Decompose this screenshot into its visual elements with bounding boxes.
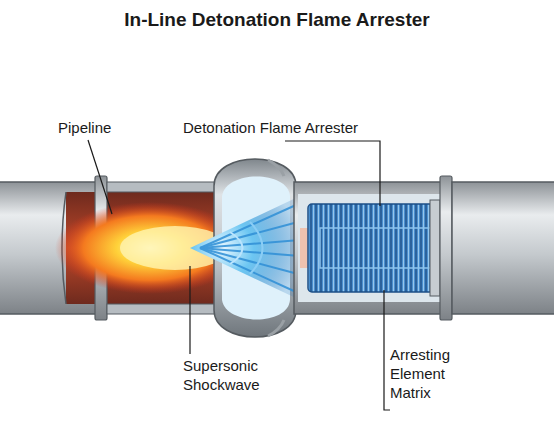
element-retainer <box>430 200 440 296</box>
motion-arrow <box>268 160 284 176</box>
part-label: Arresting Element Matrix <box>390 346 465 402</box>
leader-line <box>384 290 390 410</box>
motion-arrow <box>268 320 284 336</box>
pipe-wall-section <box>107 182 219 192</box>
element-core <box>320 228 432 268</box>
leader-line <box>189 266 190 354</box>
pipe-flange <box>440 176 452 320</box>
shockwave-fan <box>190 196 300 300</box>
leader-line <box>88 140 112 214</box>
arrester-body <box>294 182 444 314</box>
pipe-wall <box>452 182 554 314</box>
part-label: Pipeline <box>58 119 148 138</box>
arresting-element <box>308 204 440 292</box>
shockwave-rays <box>200 205 300 292</box>
leader-line <box>285 141 380 206</box>
part-label: Supersonic Shockwave <box>183 357 275 395</box>
arrester-interior <box>298 194 440 302</box>
pipe-wall-section <box>107 304 219 314</box>
part-label: Detonation Flame Arrester <box>183 119 383 138</box>
leader-lines <box>88 140 390 410</box>
diagram-title: In-Line Detonation Flame Arrester <box>0 8 554 32</box>
